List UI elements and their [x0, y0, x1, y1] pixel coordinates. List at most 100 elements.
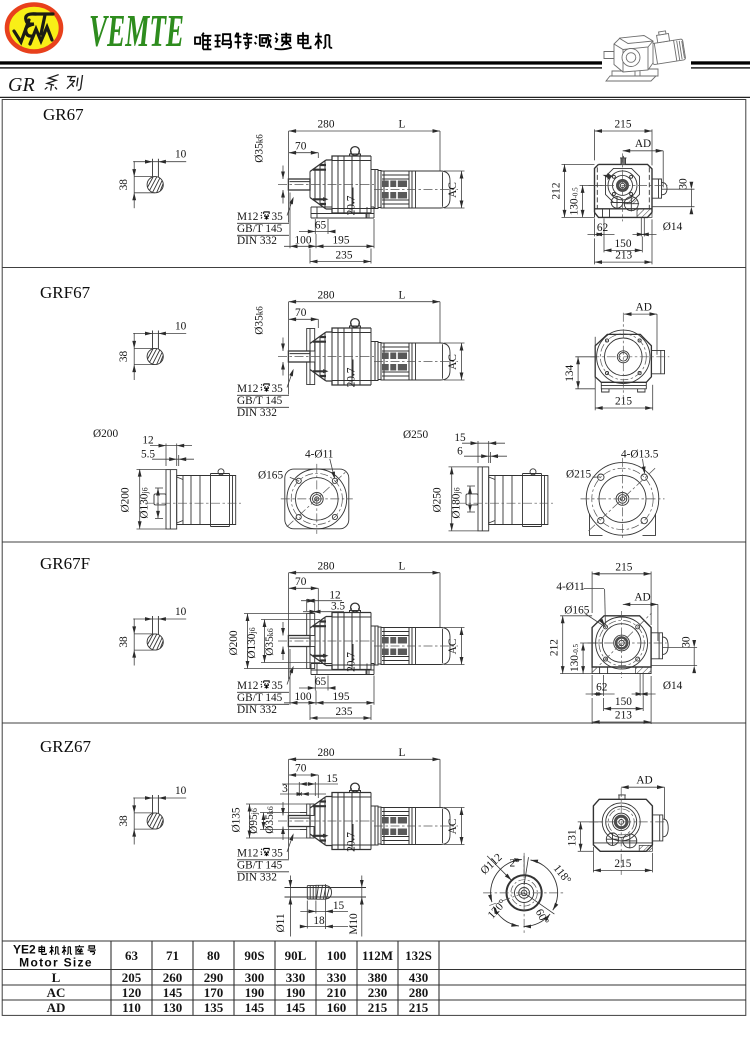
svg-text:150: 150	[615, 238, 632, 250]
svg-text:190: 190	[245, 985, 265, 1000]
svg-text:210: 210	[327, 985, 347, 1000]
svg-text:15: 15	[326, 773, 338, 785]
svg-text:90L: 90L	[285, 948, 307, 963]
svg-text:YE2: YE2	[13, 943, 36, 957]
svg-text:Ø35k6: Ø35k6	[264, 628, 276, 655]
svg-text:213: 213	[615, 710, 632, 722]
svg-text:Ø250: Ø250	[403, 429, 428, 441]
svg-text:215: 215	[614, 858, 631, 870]
svg-text:Ø112: Ø112	[478, 851, 504, 877]
svg-text:63: 63	[125, 948, 139, 963]
svg-text:380: 380	[368, 970, 388, 985]
svg-text:AD: AD	[636, 301, 652, 313]
svg-text:AD: AD	[47, 1000, 66, 1015]
svg-text:170: 170	[204, 985, 224, 1000]
svg-text:Ø130j6: Ø130j6	[139, 487, 151, 518]
svg-text:330: 330	[286, 970, 306, 985]
svg-text:71: 71	[166, 948, 179, 963]
svg-text:GR: GR	[8, 74, 35, 96]
svg-text:112M: 112M	[362, 948, 393, 963]
svg-text:Motor Size: Motor Size	[19, 956, 93, 970]
svg-text:30: 30	[680, 636, 692, 648]
svg-text:Ø35k6: Ø35k6	[254, 134, 266, 163]
svg-text:Ø200: Ø200	[93, 428, 118, 440]
svg-text:100: 100	[327, 948, 347, 963]
svg-text:L: L	[52, 970, 61, 985]
svg-text:4-Ø11: 4-Ø11	[305, 449, 333, 461]
svg-text:215: 215	[615, 561, 632, 573]
svg-text:215: 215	[615, 395, 632, 407]
svg-text:260: 260	[163, 970, 183, 985]
svg-text:300: 300	[245, 970, 265, 985]
svg-text:3: 3	[282, 783, 288, 795]
svg-text:80: 80	[207, 948, 220, 963]
svg-text:131: 131	[566, 829, 578, 846]
svg-text:150: 150	[615, 696, 632, 708]
svg-text:GR67: GR67	[43, 105, 84, 124]
svg-text:120°: 120°	[486, 897, 509, 921]
svg-text:190: 190	[286, 985, 306, 1000]
svg-text:12: 12	[329, 590, 341, 602]
svg-text:118°: 118°	[551, 863, 574, 887]
svg-text:AC: AC	[47, 985, 66, 1000]
svg-text:Ø250: Ø250	[432, 487, 444, 512]
svg-text:4-Ø13.5: 4-Ø13.5	[621, 449, 659, 461]
svg-text:6: 6	[457, 445, 463, 457]
svg-text:212: 212	[549, 639, 561, 656]
svg-text:212: 212	[551, 182, 563, 199]
svg-text:90S: 90S	[244, 948, 264, 963]
svg-text:Ø35k6: Ø35k6	[254, 306, 266, 335]
svg-text:Ø180j6: Ø180j6	[451, 487, 463, 518]
svg-text:5.5: 5.5	[141, 448, 155, 460]
svg-text:Ø95j6: Ø95j6	[248, 808, 260, 834]
svg-text:AD: AD	[635, 138, 651, 150]
svg-text:GRZ67: GRZ67	[40, 737, 92, 756]
svg-text:430: 430	[409, 970, 429, 985]
svg-text:62: 62	[596, 682, 608, 694]
svg-text:110: 110	[122, 1000, 141, 1015]
svg-text:Ø215: Ø215	[566, 469, 591, 481]
svg-text:Ø11: Ø11	[275, 913, 287, 932]
svg-text:230: 230	[368, 985, 388, 1000]
svg-text:134: 134	[564, 364, 576, 381]
svg-text:M10: M10	[348, 913, 360, 935]
svg-text:15: 15	[333, 900, 345, 912]
svg-text:GRF67: GRF67	[40, 283, 91, 302]
svg-text:280: 280	[409, 985, 429, 1000]
svg-text:GR67F: GR67F	[40, 554, 90, 573]
svg-text:130-0.5: 130-0.5	[569, 187, 581, 216]
svg-text:Ø14: Ø14	[663, 221, 683, 233]
svg-text:145: 145	[286, 1000, 306, 1015]
svg-text:AD: AD	[634, 592, 650, 604]
svg-text:120: 120	[122, 985, 142, 1000]
svg-text:15: 15	[454, 432, 466, 444]
svg-text:4-Ø11: 4-Ø11	[556, 581, 584, 593]
svg-text:Ø165: Ø165	[258, 470, 283, 482]
svg-text:215: 215	[615, 118, 632, 130]
svg-text:30: 30	[678, 178, 690, 190]
svg-text:160: 160	[327, 1000, 347, 1015]
svg-text:Ø200: Ø200	[228, 630, 240, 655]
svg-text:130-0.5: 130-0.5	[569, 643, 581, 672]
svg-text:AD: AD	[636, 774, 652, 786]
svg-text:330: 330	[327, 970, 347, 985]
svg-text:215: 215	[368, 1000, 388, 1015]
svg-text:Ø165: Ø165	[564, 605, 589, 617]
svg-text:Ø35k6: Ø35k6	[264, 806, 276, 833]
svg-text:135: 135	[204, 1000, 224, 1015]
svg-text:Ø130j6: Ø130j6	[246, 627, 258, 658]
svg-text:290: 290	[204, 970, 224, 985]
svg-text:VEMTE: VEMTE	[89, 5, 184, 56]
svg-text:145: 145	[245, 1000, 265, 1015]
svg-text:Ø14: Ø14	[663, 680, 683, 692]
svg-text:215: 215	[409, 1000, 429, 1015]
svg-text:62: 62	[597, 222, 609, 234]
svg-text:145: 145	[163, 985, 183, 1000]
svg-text:Ø200: Ø200	[120, 487, 132, 512]
svg-text:205: 205	[122, 970, 142, 985]
svg-text:130: 130	[163, 1000, 183, 1015]
svg-text:213: 213	[615, 250, 632, 262]
svg-text:18: 18	[313, 915, 325, 927]
svg-text:3.5: 3.5	[331, 601, 345, 613]
svg-text:2°: 2°	[510, 857, 520, 869]
